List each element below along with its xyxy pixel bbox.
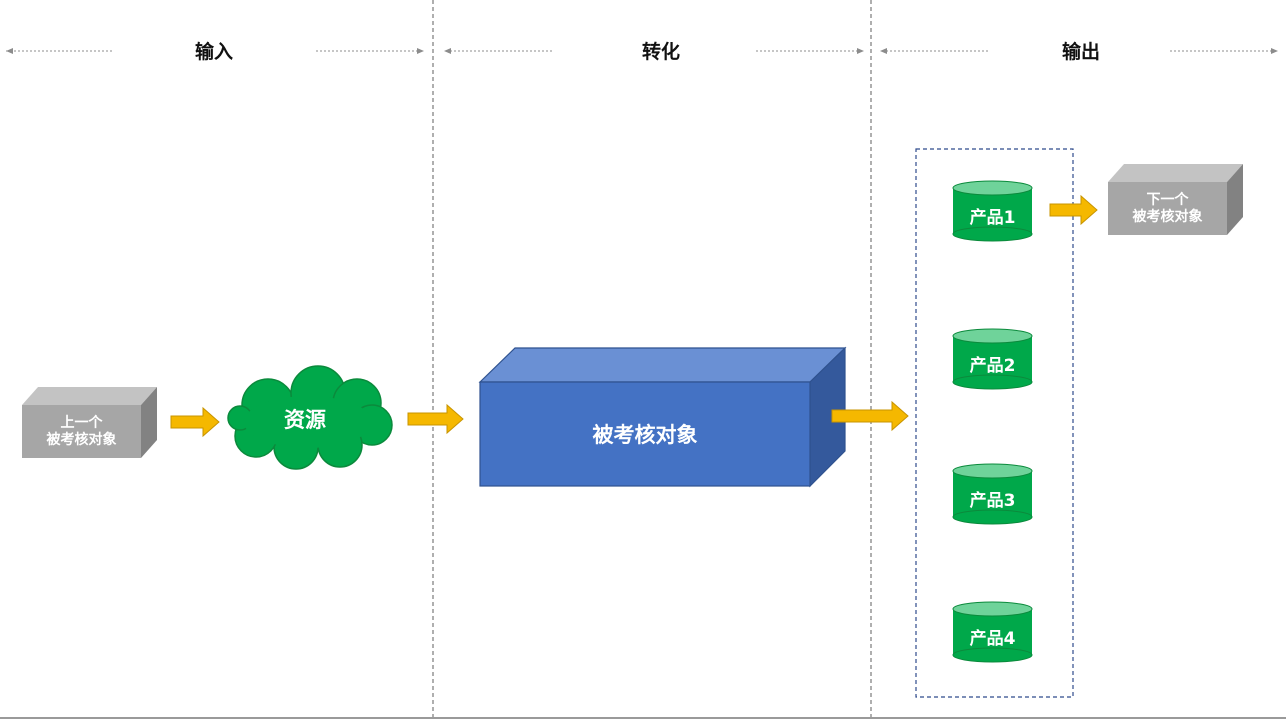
- assessed-object-box: [478, 346, 847, 488]
- next-object-label-line1: 下一个: [1146, 191, 1189, 208]
- bottom-border: [0, 717, 1286, 719]
- next-object-box: [1108, 164, 1243, 235]
- previous-object-label: 上一个 被考核对象: [22, 405, 141, 458]
- section-header-input: 输入: [194, 41, 233, 63]
- arrow-previous-to-resource: [170, 406, 220, 438]
- product-cylinder-4: [952, 601, 1033, 663]
- arrow-product-to-next: [1049, 194, 1098, 226]
- section-header-transform: 转化: [641, 41, 680, 63]
- section-header-output: 输出: [1061, 41, 1100, 63]
- previous-object-box: [22, 387, 157, 458]
- product-label-1: 产品1: [969, 207, 1016, 228]
- arrow-resource-to-object: [407, 403, 464, 435]
- product-label-3: 产品3: [969, 490, 1016, 511]
- product-label-2: 产品2: [969, 355, 1016, 376]
- resource-label: 资源: [284, 408, 326, 432]
- next-object-label: 下一个 被考核对象: [1108, 182, 1227, 235]
- product-cylinder-1: [952, 180, 1033, 242]
- products-group-box: [915, 148, 1074, 698]
- product-cylinder-3: [952, 463, 1033, 525]
- previous-object-label-line1: 上一个: [60, 414, 103, 431]
- assessed-object-label: 被考核对象: [592, 423, 698, 447]
- product-label-4: 产品4: [969, 628, 1016, 649]
- resource-cloud: [227, 365, 393, 470]
- product-cylinder-2: [952, 328, 1033, 390]
- arrow-object-to-products: [831, 400, 909, 432]
- previous-object-label-line2: 被考核对象: [46, 431, 117, 448]
- next-object-label-line2: 被考核对象: [1132, 208, 1203, 225]
